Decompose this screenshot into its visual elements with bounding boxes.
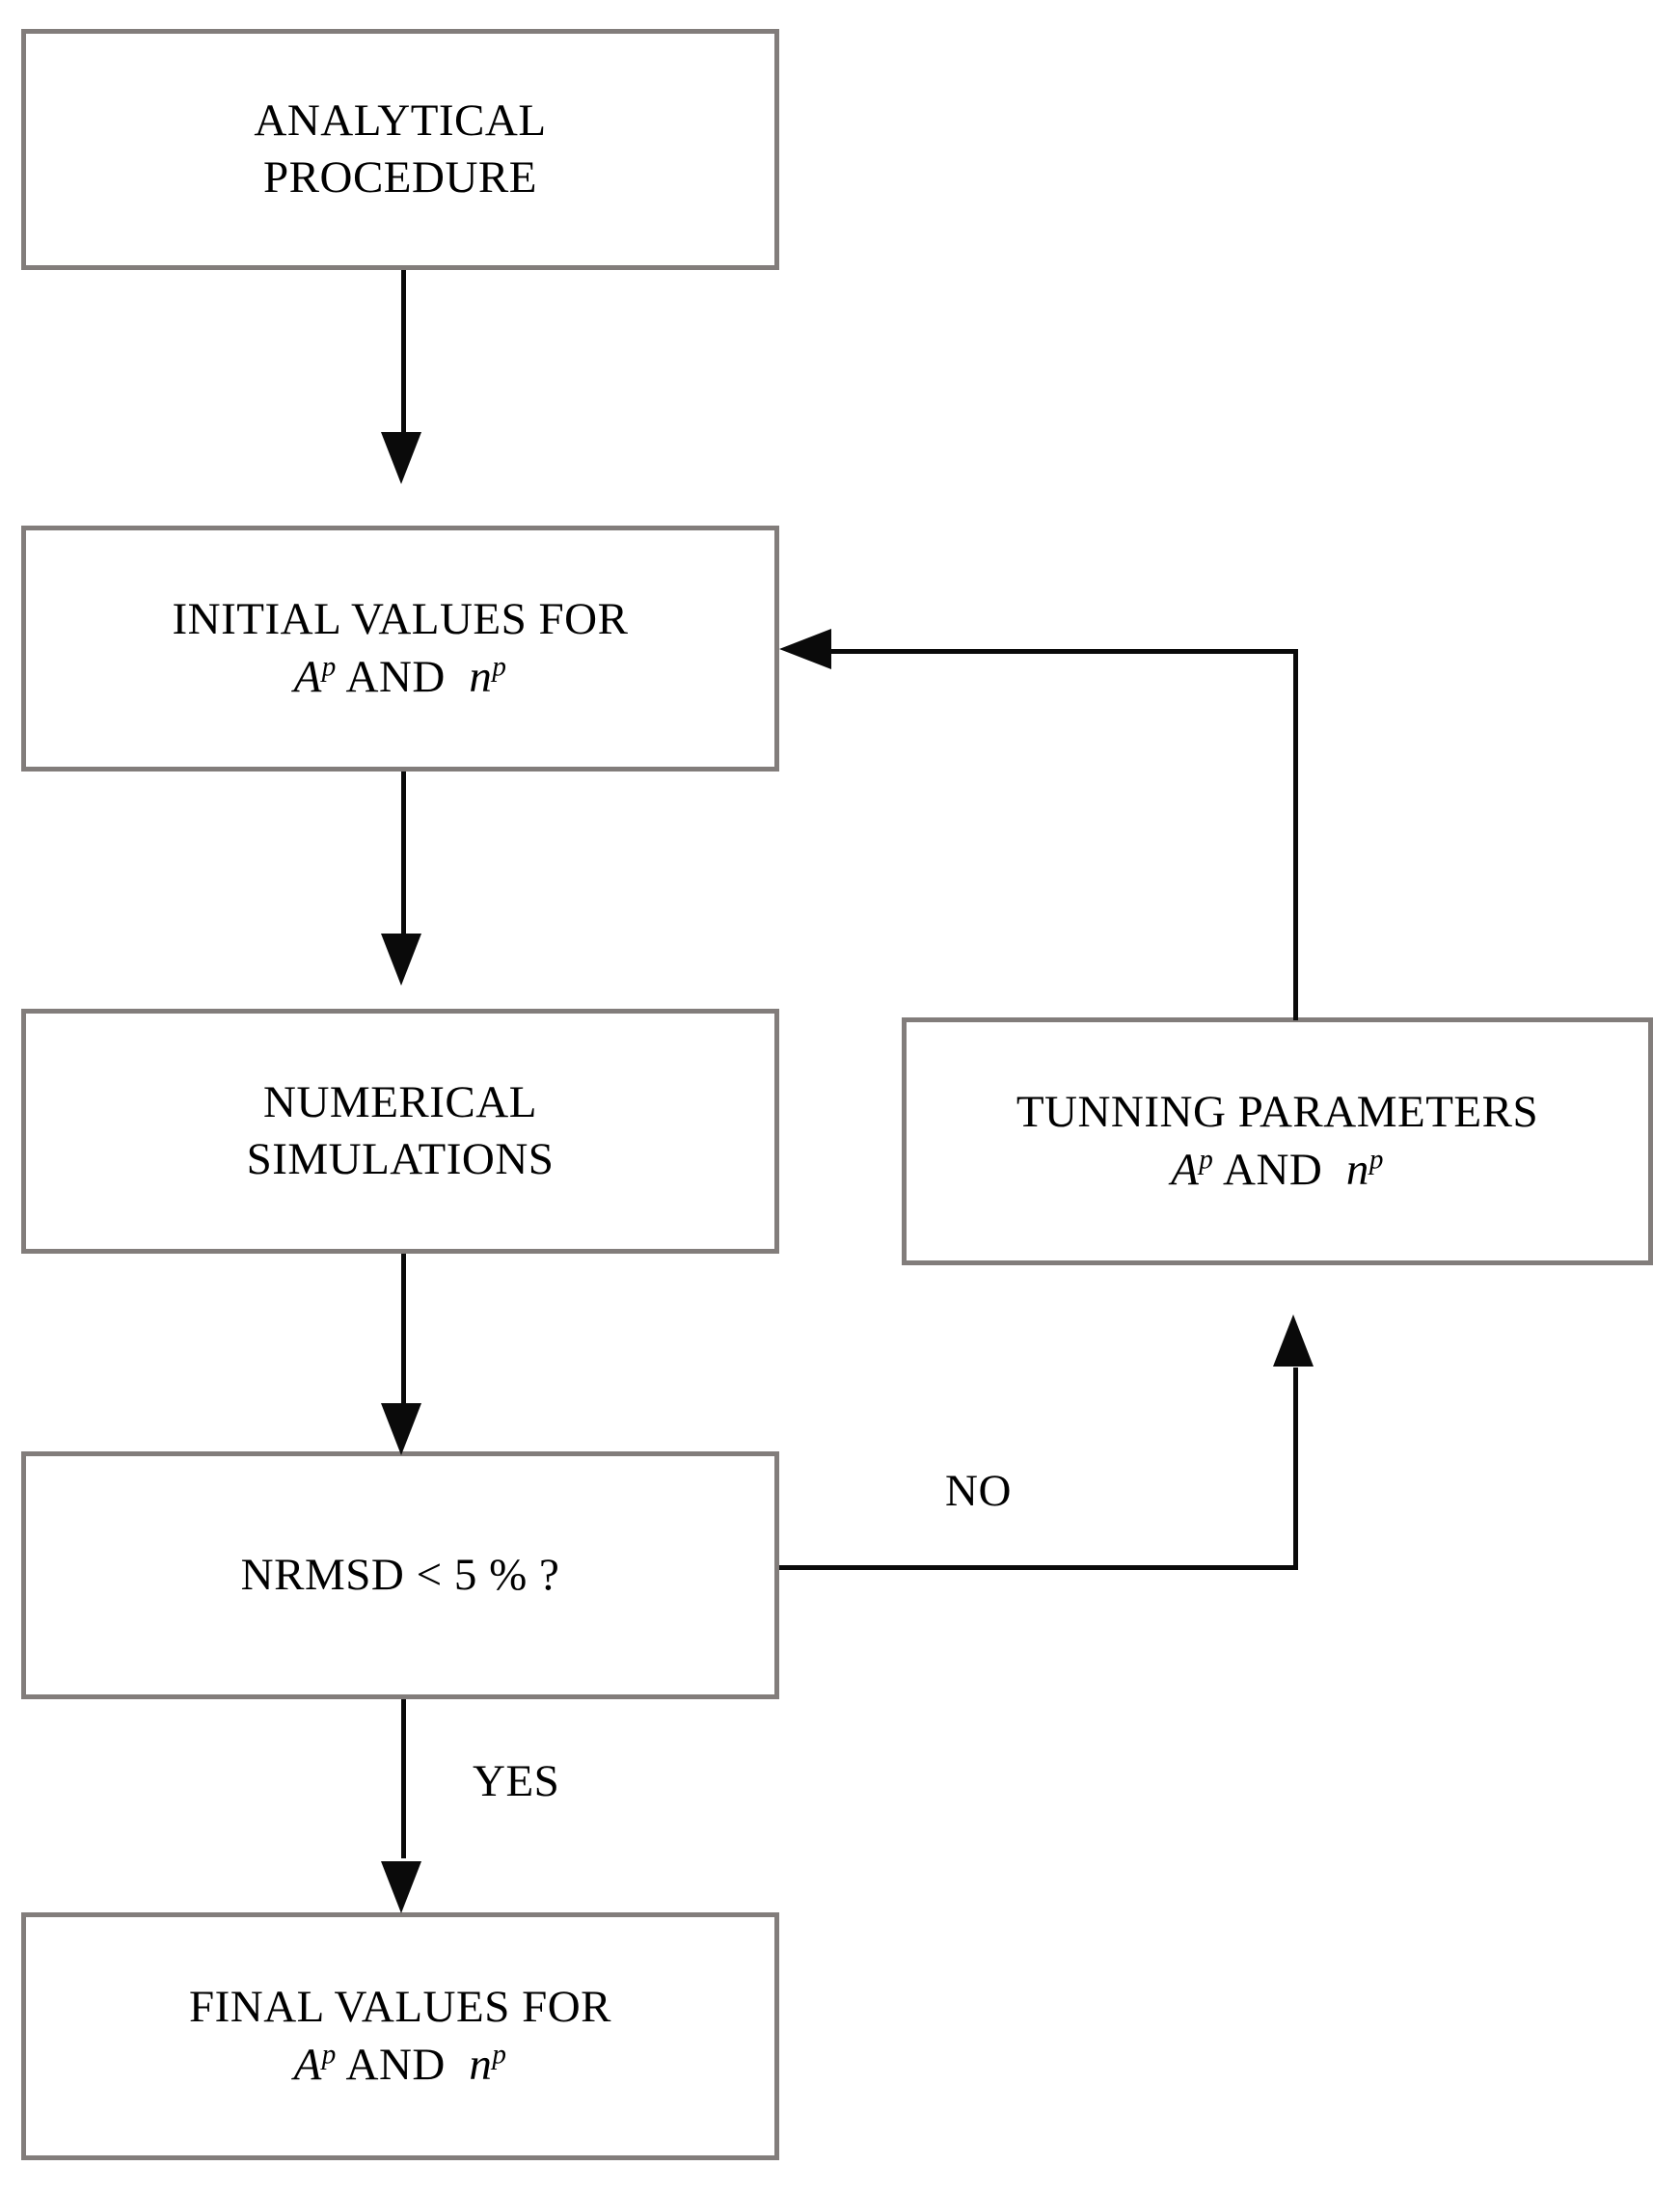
- arrow-down-icon-decision-to-final: [381, 1861, 421, 1913]
- connector-numerical-to-decision: [401, 1254, 406, 1408]
- math-symbol-A-initial: Ap: [293, 650, 337, 702]
- connector-initial-to-numerical: [401, 772, 406, 960]
- node-final-values-line-1: FINAL VALUES FOR: [188, 1982, 612, 2033]
- node-numerical-simulations-line-2: SIMULATIONS: [246, 1134, 555, 1184]
- connector-analytical-to-initial: [401, 270, 406, 458]
- node-analytical-procedure-line-1: ANALYTICAL: [254, 95, 547, 146]
- math-symbol-A-final: Ap: [293, 2038, 337, 2090]
- node-tunning-parameters-line-1: TUNNING PARAMETERS: [1016, 1087, 1539, 1138]
- node-decision-nrmsd-label: NRMSD < 5 % ?: [240, 1549, 560, 1600]
- node-analytical-procedure[interactable]: ANALYTICAL PROCEDURE: [21, 29, 779, 270]
- node-tunning-parameters[interactable]: TUNNING PARAMETERS Ap AND np: [902, 1017, 1653, 1265]
- node-initial-values[interactable]: INITIAL VALUES FOR Ap AND np: [21, 526, 779, 772]
- math-symbol-n-initial: np: [469, 650, 507, 702]
- connector-tunning-to-initial-horizontal: [831, 649, 1298, 654]
- arrow-down-icon-initial-to-numerical: [381, 934, 421, 986]
- node-initial-values-formula: Ap AND np: [294, 651, 507, 704]
- node-numerical-simulations-line-1: NUMERICAL: [263, 1076, 537, 1127]
- math-symbol-n-tunning: np: [1345, 1143, 1384, 1195]
- conjunction-and-initial: AND: [345, 651, 446, 702]
- node-final-values[interactable]: FINAL VALUES FOR Ap AND np: [21, 1912, 779, 2160]
- math-symbol-A-tunning: Ap: [1171, 1143, 1214, 1195]
- arrow-down-icon-numerical-to-decision: [381, 1403, 421, 1455]
- arrow-up-icon-decision-to-tunning: [1273, 1314, 1314, 1367]
- branch-label-no: NO: [945, 1466, 1012, 1516]
- node-decision-nrmsd[interactable]: NRMSD < 5 % ?: [21, 1451, 779, 1699]
- node-final-values-formula: Ap AND np: [294, 2039, 507, 2092]
- arrow-down-icon-analytical-to-initial: [381, 432, 421, 484]
- conjunction-and-tunning: AND: [1223, 1144, 1323, 1195]
- math-symbol-n-final: np: [469, 2038, 507, 2090]
- connector-decision-to-tunning-vertical: [1293, 1367, 1298, 1570]
- branch-label-yes: YES: [473, 1756, 560, 1806]
- conjunction-and-final: AND: [345, 2039, 446, 2090]
- connector-tunning-to-initial-vertical: [1293, 649, 1298, 1020]
- node-numerical-simulations[interactable]: NUMERICAL SIMULATIONS: [21, 1009, 779, 1254]
- node-analytical-procedure-line-2: PROCEDURE: [263, 152, 537, 203]
- arrow-left-icon-tunning-to-initial: [779, 629, 831, 669]
- node-initial-values-line-1: INITIAL VALUES FOR: [172, 594, 629, 645]
- connector-decision-to-final: [401, 1699, 406, 1858]
- node-tunning-parameters-formula: Ap AND np: [1171, 1144, 1384, 1197]
- connector-decision-to-tunning-horizontal: [779, 1565, 1298, 1570]
